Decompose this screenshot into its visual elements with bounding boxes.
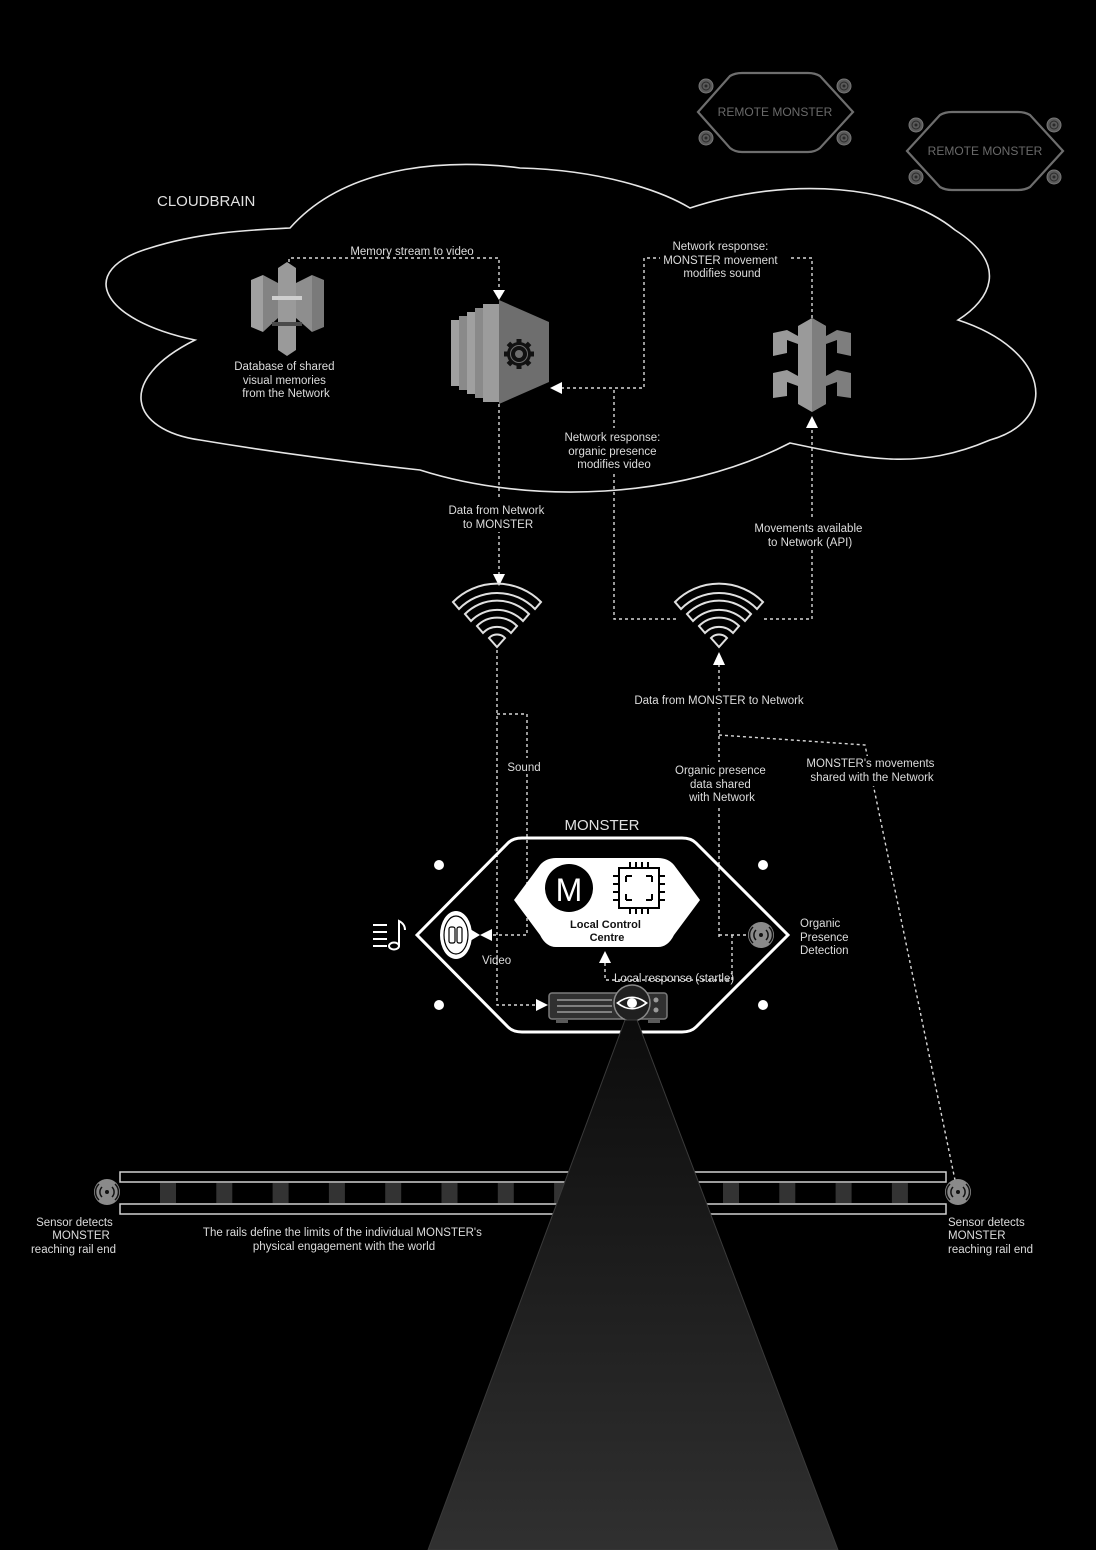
eye-icon [616,996,648,1010]
arrow-head [493,290,505,300]
arrow-head [599,951,611,963]
wheel-icon [836,130,852,146]
rail-tie [328,1183,345,1203]
wifi-receive-icon [452,582,542,648]
rail-tie [779,1183,796,1203]
monster-logo-letter: M [556,872,583,908]
wheel-icon [1046,117,1062,133]
wheel-icon [740,982,786,1028]
wheel-icon [908,169,924,185]
rail-tie [497,1183,514,1203]
right-rail-sensor-icon [944,1178,972,1206]
speaker-icon [440,911,480,959]
wheel-icon [908,117,924,133]
movements-shared-label: MONSTER's movements shared with the Netw… [806,758,937,784]
memory-stream-connector [288,257,500,292]
video-processor-icon [451,300,549,404]
rail-ties [160,1183,908,1203]
arrow-head [480,929,492,941]
api-gateway-icon [773,318,851,412]
wheel-icon [416,842,462,888]
video-response-label: Network response: organic presence modif… [564,432,663,471]
arrow-head [713,652,725,665]
monster-body [414,836,791,1034]
wheel-icon [416,982,462,1028]
rail-tie [160,1183,176,1203]
cloudbrain-cloud [105,163,1037,493]
movements-api-label: Movements available to Network (API) [754,523,865,549]
gear-icon [504,339,534,369]
left-rail-sensor-icon [93,1178,121,1206]
wheel-icon [698,78,714,94]
movements-api-connector [764,426,813,620]
arrow-head [536,999,548,1011]
wheel-icon [740,842,786,888]
memory-stream-label: Memory stream to video [350,246,473,258]
data-from-monster-label: Data from MONSTER to Network [634,695,804,707]
video-label: Video [482,955,511,967]
arrow-head [806,416,818,428]
cloudbrain-title: CLOUDBRAIN [157,193,255,210]
video-response-connector [613,388,676,620]
local-response-connector [604,935,733,981]
local-response-label: Local response (startle) [614,973,734,985]
chip-icon [613,862,665,914]
remote-monster-1: REMOTE MONSTER [696,71,855,154]
wheel-icon [836,78,852,94]
rails-caption: The rails define the limits of the indiv… [203,1227,485,1253]
wheel-icon [698,130,714,146]
wifi-transmit-icon [674,582,764,648]
projector-icon [548,984,668,1023]
monster-title: MONSTER [565,817,640,834]
rail-tie [216,1183,233,1203]
arrow-head [550,382,562,394]
right-sensor-label: Sensor detects MONSTER reaching rail end [948,1217,1033,1256]
movements-shared-connector [718,734,956,1181]
organic-detection-label: Organic Presence Detection [800,918,852,957]
monster-logo [545,864,593,912]
organic-shared-label: Organic presence data shared with Networ… [675,765,769,804]
organic-presence-sensor-icon [747,921,775,949]
arrow-head [493,574,505,586]
database-icon [251,262,324,356]
remote-monster-label: REMOTE MONSTER [928,144,1043,158]
data-to-monster-label: Data from Network to MONSTER [448,505,547,531]
music-note-icon [373,919,406,951]
rail-tie [272,1183,289,1203]
projector-light-beam [427,1019,839,1550]
rail-tie [891,1183,908,1203]
remote-monster-2: REMOTE MONSTER [905,110,1065,192]
rail-tie [835,1183,852,1203]
rail-tie [385,1183,402,1203]
sound-connector [492,713,528,936]
wheel-icon [1046,169,1062,185]
rail-tie [441,1183,458,1203]
local-control-centre-label: Local Control Centre [570,919,644,944]
rails [119,1171,947,1215]
database-label: Database of shared visual memories from … [234,361,338,400]
sound-label: Sound [507,762,540,774]
video-connector [496,650,538,1006]
left-sensor-label: Sensor detects MONSTER reaching rail end [31,1217,116,1256]
remote-monster-label: REMOTE MONSTER [718,105,833,119]
rail-tie [723,1183,739,1203]
sound-response-connector [560,257,813,389]
sound-response-label: Network response: MONSTER movement modif… [663,241,781,280]
